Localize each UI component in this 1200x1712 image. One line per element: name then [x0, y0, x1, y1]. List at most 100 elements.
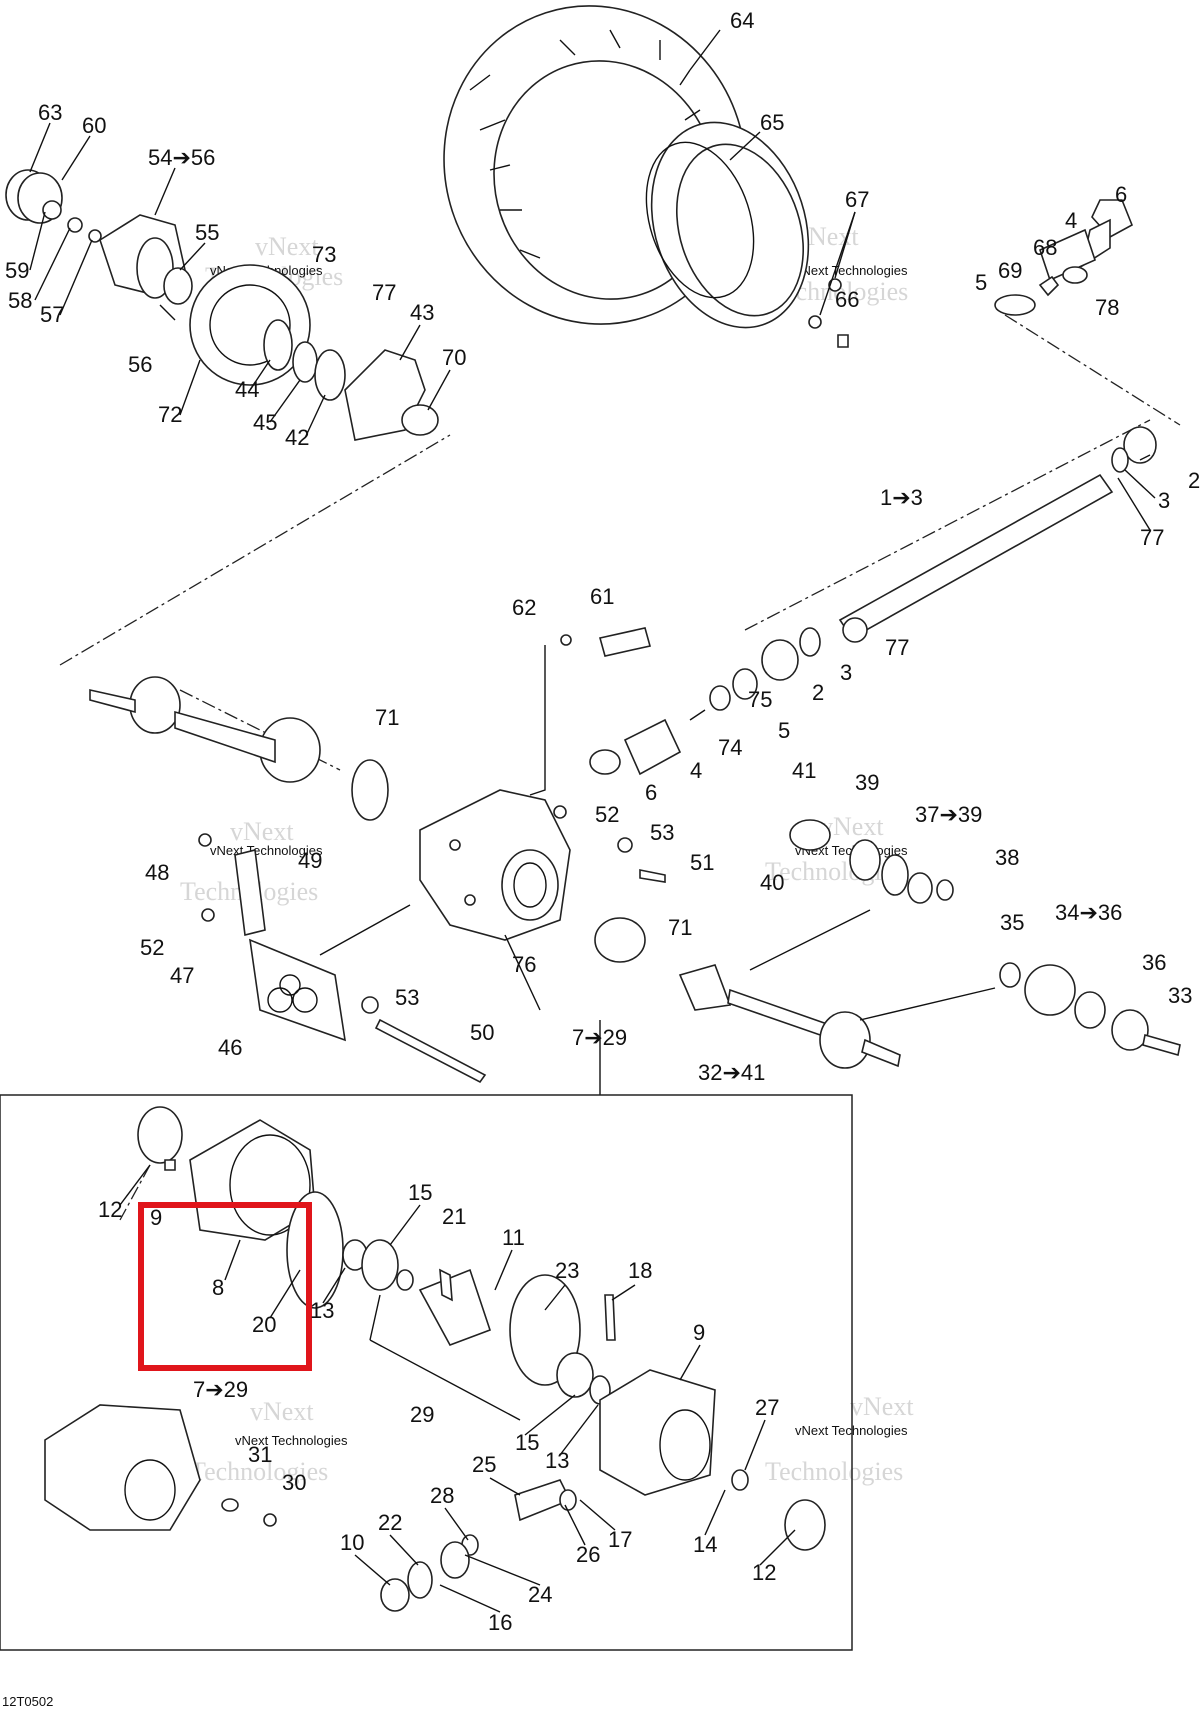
diagram-code: 12T0502 [2, 1694, 53, 1709]
label-12a: 12 [98, 1197, 122, 1222]
label-59: 59 [5, 258, 29, 283]
label-36: 36 [1142, 950, 1166, 975]
label-68: 68 [1033, 235, 1057, 260]
label-71a: 71 [375, 705, 399, 730]
label-15a: 15 [408, 1180, 432, 1205]
label-53b: 53 [395, 985, 419, 1010]
label-77: 77 [1140, 525, 1164, 550]
right-axle [678, 819, 1181, 1069]
part-labels: 64 65 67 66 6 4 68 69 78 5 2 3 77 1➔3 63… [5, 8, 1200, 1635]
label-32-41: 32➔41 [698, 1060, 765, 1085]
label-54-56: 54➔56 [148, 145, 215, 170]
label-45: 45 [253, 410, 277, 435]
svg-text:Technologies: Technologies [190, 1457, 328, 1486]
label-50: 50 [470, 1020, 494, 1045]
label-75: 75 [748, 687, 772, 712]
label-22: 22 [378, 1510, 402, 1535]
label-24: 24 [528, 1582, 552, 1607]
svg-text:vNext: vNext [230, 817, 294, 846]
label-48: 48 [145, 860, 169, 885]
watermarks: vNext Technologies vNext Technologies vN… [180, 222, 914, 1486]
label-53a: 53 [650, 820, 674, 845]
label-18: 18 [628, 1258, 652, 1283]
label-55: 55 [195, 220, 219, 245]
label-2b: 2 [812, 680, 824, 705]
label-63: 63 [38, 100, 62, 125]
label-64: 64 [730, 8, 754, 33]
label-49: 49 [298, 848, 322, 873]
hub-assembly [5, 169, 439, 441]
svg-text:vNext: vNext [250, 1397, 314, 1426]
label-70: 70 [442, 345, 466, 370]
label-40: 40 [760, 870, 784, 895]
label-51: 51 [690, 850, 714, 875]
breather [529, 627, 651, 796]
label-21: 21 [442, 1204, 466, 1229]
label-67: 67 [845, 187, 869, 212]
label-77b: 77 [372, 280, 396, 305]
label-6b: 6 [645, 780, 657, 805]
label-31: 31 [248, 1442, 272, 1467]
label-66: 66 [835, 287, 859, 312]
highlight-box [138, 1202, 312, 1371]
label-29: 29 [410, 1402, 434, 1427]
wheel-nuts [808, 278, 849, 348]
label-62: 62 [512, 595, 536, 620]
label-13a: 13 [310, 1298, 334, 1323]
label-30: 30 [282, 1470, 306, 1495]
label-17: 17 [608, 1527, 632, 1552]
tire-assembly [443, 5, 810, 329]
label-2: 2 [1188, 468, 1200, 493]
drive-shaft [589, 473, 1114, 776]
label-3: 3 [1158, 488, 1170, 513]
svg-text:vNext Technologies: vNext Technologies [235, 1433, 348, 1448]
label-12b: 12 [752, 1560, 776, 1585]
label-28: 28 [430, 1483, 454, 1508]
label-7-29a: 7➔29 [572, 1025, 627, 1050]
label-77c: 77 [885, 635, 909, 660]
label-23: 23 [555, 1258, 579, 1283]
label-9a: 9 [150, 1205, 162, 1230]
label-leaders [29, 29, 1156, 1613]
label-60: 60 [82, 113, 106, 138]
label-69: 69 [998, 258, 1022, 283]
label-26: 26 [576, 1542, 600, 1567]
label-56: 56 [128, 352, 152, 377]
label-5: 5 [975, 270, 987, 295]
label-71b: 71 [668, 915, 692, 940]
label-4b: 4 [690, 758, 702, 783]
svg-text:vNext Technologies: vNext Technologies [795, 263, 908, 278]
label-61: 61 [590, 584, 614, 609]
label-65: 65 [760, 110, 784, 135]
label-58: 58 [8, 288, 32, 313]
label-73: 73 [312, 242, 336, 267]
label-15b: 15 [515, 1430, 539, 1455]
inset-box [0, 1094, 853, 1651]
label-38: 38 [995, 845, 1019, 870]
mount-bracket [198, 833, 666, 1084]
svg-text:vNext: vNext [850, 1392, 914, 1421]
left-axle [89, 676, 389, 821]
label-16: 16 [488, 1610, 512, 1635]
label-37-39: 37➔39 [915, 802, 982, 827]
svg-text:Technologies: Technologies [765, 1457, 903, 1486]
label-76: 76 [512, 952, 536, 977]
label-43: 43 [410, 300, 434, 325]
label-8: 8 [212, 1275, 224, 1300]
label-10: 10 [340, 1530, 364, 1555]
label-20: 20 [252, 1312, 276, 1337]
label-4: 4 [1065, 208, 1077, 233]
label-34-36: 34➔36 [1055, 900, 1122, 925]
label-74: 74 [718, 735, 742, 760]
label-14: 14 [693, 1532, 717, 1557]
differential-housing [419, 789, 571, 941]
label-6: 6 [1115, 182, 1127, 207]
label-5b: 5 [778, 718, 790, 743]
label-72: 72 [158, 402, 182, 427]
label-39: 39 [855, 770, 879, 795]
label-78: 78 [1095, 295, 1119, 320]
label-41: 41 [792, 758, 816, 783]
leader-arrows [59, 314, 1181, 1095]
label-25: 25 [472, 1452, 496, 1477]
